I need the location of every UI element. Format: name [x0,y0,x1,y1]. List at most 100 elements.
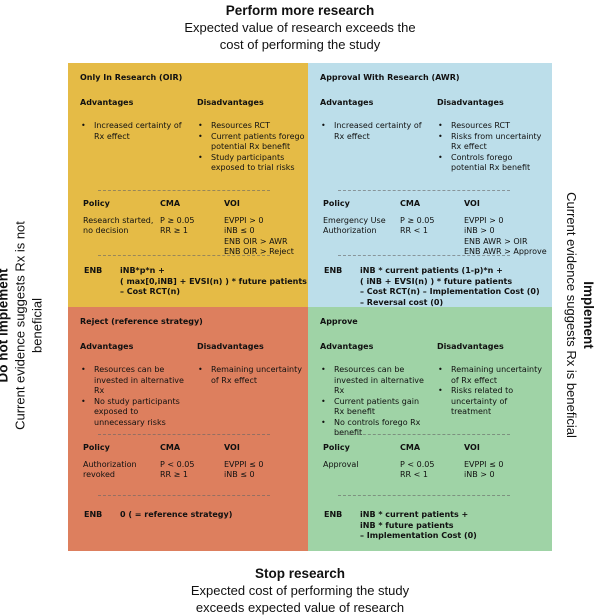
top-line: Expected value of research exceeds the [184,20,416,35]
voi-value: ENB OIR > Reject [224,247,294,256]
cma-value: RR < 1 [400,470,428,479]
disadvantages-item: Controls forego potential Rx benefit [437,153,547,174]
disadvantages-heading: Disadvantages [437,98,504,107]
cma-value: P ≥ 0.05 [160,215,195,225]
enb-value: ( max[0,iNB] + EVSI(n) ) * future patien… [120,276,307,286]
policy-heading: Policy [83,443,110,452]
divider [338,190,510,191]
advantages-list: Increased certainty of Rx effect [80,121,190,142]
left-line: beneficial [29,298,45,353]
enb-label: ENB [84,510,103,519]
divider [98,190,270,191]
enb-formula: iNB*p*n +( max[0,iNB] + EVSI(n) ) * futu… [120,266,310,298]
enb-formula: iNB * current patients +iNB * future pat… [360,510,550,542]
voi-value: iNB > 0 [464,470,495,479]
disadvantages-item: Risks from uncertainty Rx effect [437,132,547,153]
policy-value: Research started, no decision [83,215,154,236]
voi-value: EVPPI ≤ 0 [224,459,264,469]
quadrant-reject: Reject (reference strategy) Advantages Dis… [68,307,310,551]
advantages-heading: Advantages [320,98,374,107]
voi-value: iNB ≤ 0 [224,226,255,235]
top-line: cost of performing the study [219,37,381,52]
enb-value: 0 ( = reference strategy) [120,510,233,519]
disadvantages-item: Resources RCT [197,121,307,132]
quadrant-approve: ApproveAdvantagesDisadvantagesResources … [308,307,552,551]
quadrant-title: Approve [320,317,358,326]
enb-value: iNB * current patients (1-p)*n + [360,266,503,275]
bottom-axis-label: Stop research Expected cost of performin… [0,565,600,616]
voi-value: EVPPI ≤ 0 [464,459,504,469]
disadvantages-heading: Disadvantages [197,98,264,107]
voi-value: EVPPI > 0 [224,215,264,225]
bottom-heading: Stop research [254,566,346,581]
cma-heading: CMA [160,199,181,208]
cma-value: RR < 1 [400,226,428,235]
cma-value: RR ≥ 1 [160,226,188,235]
quadrant-title: Approval With Research (AWR) [320,73,460,82]
divider [98,495,270,496]
divider [338,495,510,496]
cma-heading: CMA [400,443,421,452]
voi-value: iNB ≤ 0 [224,470,255,479]
policy-heading: Policy [83,199,110,208]
voi-value: EVPPI > 0 [464,215,504,225]
disadvantages-list: Remaining uncertainty of Rx effect [197,365,307,386]
advantages-item: Increased certainty of Rx effect [80,121,190,142]
disadvantages-item: Risks related to uncertainty of treatmen… [437,386,547,418]
policy-value: Emergency Use Authorization [323,215,386,236]
enb-label: ENB [324,266,343,275]
divider [98,255,270,256]
advantages-heading: Advantages [80,342,134,351]
enb-value: iNB * current patients + [360,510,469,519]
disadvantages-item: Resources RCT [437,121,547,132]
disadvantages-list: Resources RCTRisks from uncertainty Rx e… [437,121,547,174]
voi-value: ENB AWR > Approve [464,247,547,256]
voi-heading: VOI [464,199,480,208]
enb-label: ENB [324,510,343,519]
enb-value: iNB*p*n + [120,266,165,275]
enb-value: iNB * future patients [360,520,454,530]
advantages-item: Current patients gain Rx benefit [320,397,430,418]
right-axis-label: Implement Current evidence suggests Rx i… [563,135,597,495]
advantages-item: No controls forego Rx benefit [320,418,430,439]
cma-value: P < 0.05 [400,459,435,469]
voi-value: iNB > 0 [464,226,495,235]
left-line: Current evidence suggests Rx is not [12,221,28,430]
enb-label: ENB [84,266,103,275]
advantages-heading: Advantages [80,98,134,107]
left-axis-label: Do not implement Current evidence sugges… [0,146,46,506]
policy-value: Authorization revoked [83,459,137,480]
enb-formula: 0 ( = reference strategy) [120,510,310,521]
disadvantages-heading: Disadvantages [197,342,264,351]
advantages-item: Resources can be invested in alternative… [320,365,430,397]
quadrant-title: Only In Research (OIR) [80,73,183,82]
disadvantages-item: Study participants exposed to trial risk… [197,153,307,174]
divider [338,434,510,435]
advantages-heading: Advantages [320,342,374,351]
divider [98,434,270,435]
cma-value: RR ≥ 1 [160,470,188,479]
policy-heading: Policy [323,443,350,452]
policy-heading: Policy [323,199,350,208]
quadrant-title: Reject (reference strategy) [80,317,203,326]
advantages-list: Resources can be invested in alternative… [80,365,190,428]
disadvantages-item: Current patients forego potential Rx ben… [197,132,307,153]
voi-heading: VOI [224,199,240,208]
left-heading: Do not implement [0,268,11,383]
enb-value: – Implementation Cost (0) [360,531,477,540]
voi-value: ENB OIR > AWR [224,236,288,246]
bottom-line: exceeds expected value of research [195,600,405,615]
bottom-line: Expected cost of performing the study [190,583,410,598]
quadrant-awr: Approval With Research (AWR) Advantages Di… [308,63,552,307]
enb-value: – Reversal cost (0) [360,297,444,307]
